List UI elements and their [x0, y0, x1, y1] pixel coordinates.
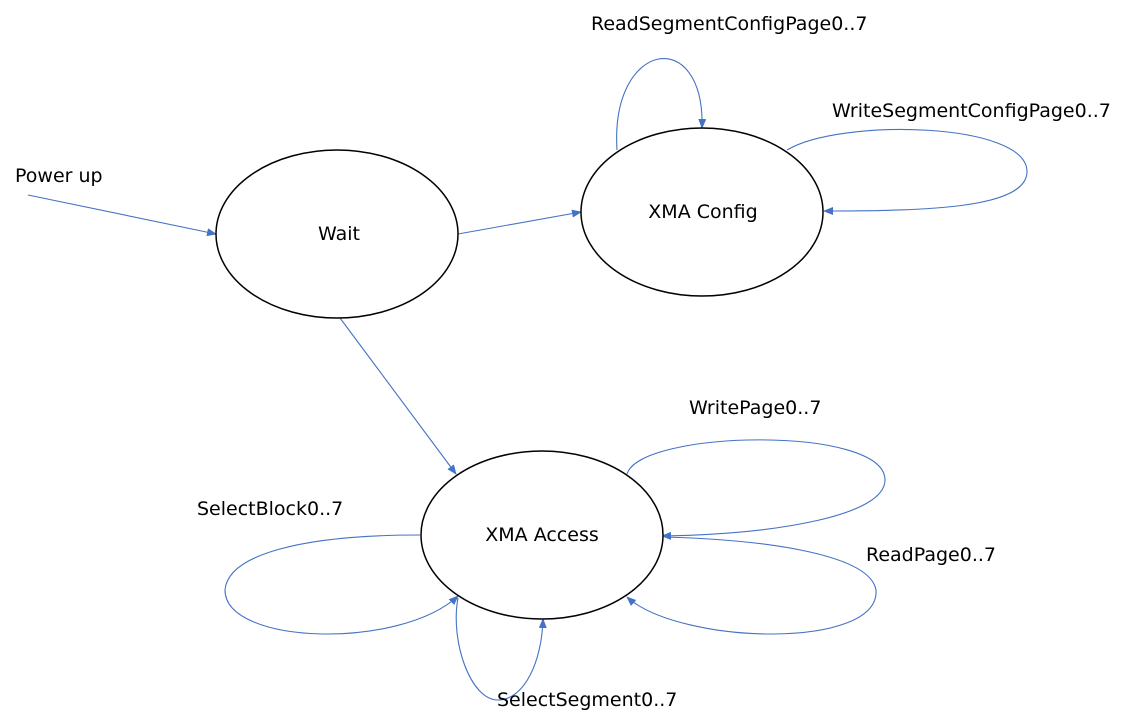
read-page-loop — [626, 536, 877, 635]
state-xma-config-label: XMA Config — [648, 201, 757, 223]
write-segment-config-loop — [786, 128, 1028, 215]
read-segment-config-loop — [616, 58, 707, 151]
wait-to-access-arrow — [339, 317, 457, 475]
write-page-label: WritePage0..7 — [689, 397, 821, 419]
state-xma-access-label: XMA Access — [485, 524, 599, 546]
state-wait — [215, 149, 459, 319]
select-segment-loop — [455, 597, 547, 701]
select-block-loop — [224, 534, 459, 635]
write-segment-config-label: WriteSegmentConfigPage0..7 — [832, 100, 1111, 122]
select-block-label: SelectBlock0..7 — [197, 498, 343, 520]
state-wait-label: Wait — [318, 223, 360, 245]
power-up-label: Power up — [15, 165, 103, 187]
state-xma-config — [580, 127, 824, 297]
power-up-arrow — [27, 194, 217, 237]
state-xma-access — [420, 450, 664, 620]
select-segment-label: SelectSegment0..7 — [497, 689, 677, 711]
read-page-label: ReadPage0..7 — [866, 544, 996, 566]
read-segment-config-label: ReadSegmentConfigPage0..7 — [591, 13, 867, 35]
wait-to-config-arrow — [457, 209, 582, 235]
write-page-loop — [626, 439, 886, 540]
